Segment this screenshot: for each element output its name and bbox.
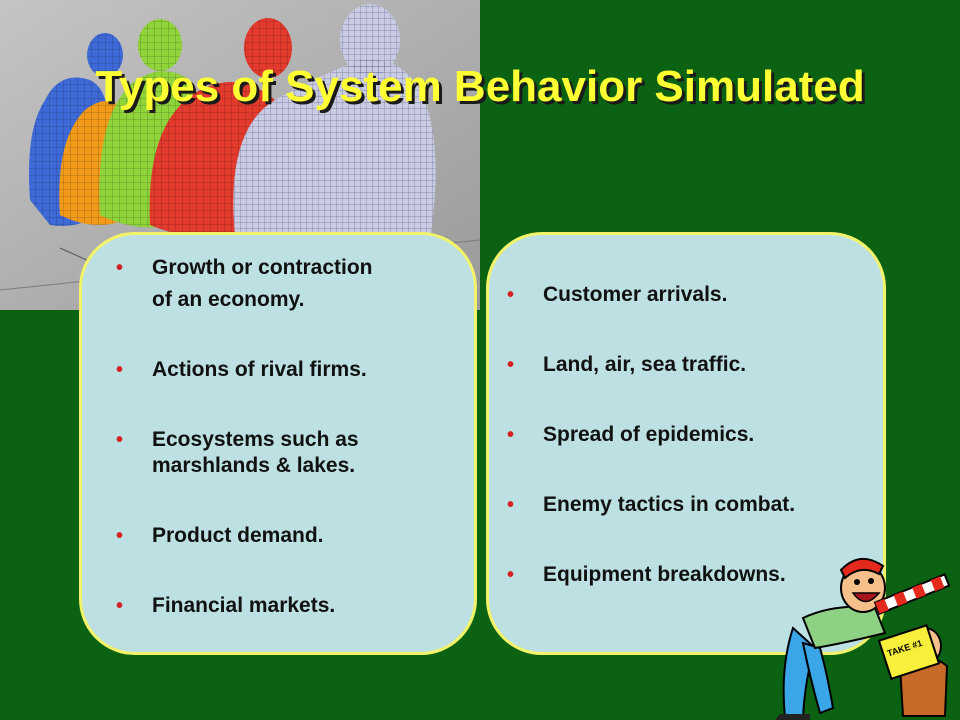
list-item-text-continued: of an economy. [152, 288, 305, 311]
list-item-text-continued: marshlands & lakes. [152, 454, 356, 477]
list-item-text: Enemy tactics in combat. [543, 493, 796, 516]
list-item: • Financial markets. [116, 593, 456, 619]
list-item-text: Equipment breakdowns. [543, 563, 786, 586]
list-item: • Growth or contraction of an economy. [116, 255, 456, 313]
list-item: • Land, air, sea traffic. [507, 352, 867, 378]
list-item-text: Actions of rival firms. [152, 358, 367, 381]
list-item-text: Land, air, sea traffic. [543, 353, 747, 376]
right-bullet-panel: • Customer arrivals. • Land, air, sea tr… [486, 232, 886, 655]
list-item: • Enemy tactics in combat. [507, 492, 867, 518]
list-item: • Product demand. [116, 523, 456, 549]
mesh-figures-illustration [0, 0, 480, 310]
list-item: • Equipment breakdowns. [507, 562, 867, 588]
right-bullet-list: • Customer arrivals. • Land, air, sea tr… [507, 282, 867, 632]
list-item-text: Growth or contraction [152, 256, 373, 279]
list-item-text: Customer arrivals. [543, 283, 728, 306]
list-item: • Customer arrivals. [507, 282, 867, 308]
list-item: • Ecosystems such as marshlands & lakes. [116, 427, 456, 479]
list-item-text: Product demand. [152, 524, 324, 547]
bullet-icon: • [507, 284, 515, 306]
bullet-icon: • [116, 359, 124, 381]
slide-title: Types of System Behavior Simulated [95, 62, 865, 111]
bullet-icon: • [116, 595, 124, 617]
list-item-text: Ecosystems such as [152, 428, 359, 451]
bullet-icon: • [507, 564, 515, 586]
bullet-icon: • [116, 257, 124, 279]
bullet-icon: • [507, 494, 515, 516]
bullet-icon: • [116, 525, 124, 547]
list-item: • Spread of epidemics. [507, 422, 867, 448]
list-item-text: Financial markets. [152, 594, 336, 617]
list-item: • Actions of rival firms. [116, 357, 456, 383]
bullet-icon: • [116, 429, 124, 451]
list-item-text: Spread of epidemics. [543, 423, 755, 446]
left-bullet-list: • Growth or contraction of an economy. •… [116, 255, 456, 663]
bullet-icon: • [507, 354, 515, 376]
bullet-icon: • [507, 424, 515, 446]
left-bullet-panel: • Growth or contraction of an economy. •… [79, 232, 477, 655]
cartoon-director-icon: TAKE #1 [775, 558, 951, 720]
